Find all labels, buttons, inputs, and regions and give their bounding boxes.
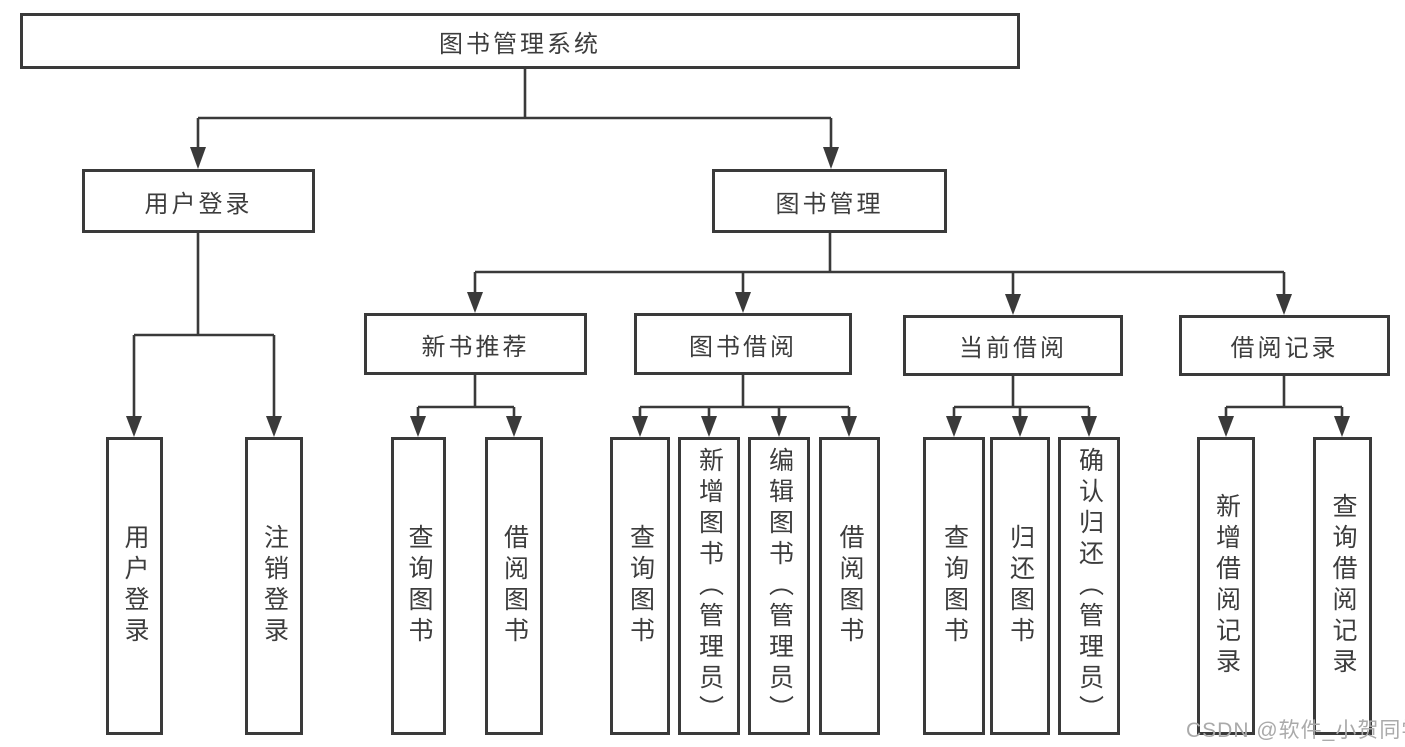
- leaf-label: 查询图书: [940, 524, 969, 648]
- leaf-add-borrow-record: 新增借阅记录: [1197, 437, 1255, 735]
- leaf-label: 查询图书: [405, 524, 433, 648]
- leaf-query-books-current: 查询图书: [923, 437, 985, 735]
- leaf-label: 新增图书（管理员）: [695, 446, 724, 726]
- node-label: 图书借阅: [689, 333, 797, 361]
- leaf-add-book-admin: 新增图书（管理员）: [678, 437, 740, 735]
- leaf-borrow-books: 借阅图书: [819, 437, 880, 735]
- leaf-borrow-books-recommend: 借阅图书: [485, 437, 543, 735]
- leaf-label: 用户登录: [121, 524, 149, 648]
- leaf-user-login: 用户登录: [106, 437, 163, 735]
- node-label: 新书推荐: [421, 333, 530, 361]
- node-library-management-system: 图书管理系统: [20, 13, 1020, 69]
- node-user-login: 用户登录: [82, 169, 315, 233]
- leaf-query-books-borrow: 查询图书: [610, 437, 670, 735]
- csdn-watermark: CSDN @软件_小贺同学: [1186, 719, 1405, 742]
- node-book-management: 图书管理: [712, 169, 947, 233]
- leaf-label: 新增借阅记录: [1212, 493, 1241, 679]
- node-book-borrow: 图书借阅: [634, 313, 852, 375]
- leaf-confirm-return-admin: 确认归还（管理员）: [1058, 437, 1120, 735]
- leaf-edit-book-admin: 编辑图书（管理员）: [748, 437, 810, 735]
- leaf-label: 查询图书: [626, 524, 655, 648]
- node-label: 当前借阅: [959, 335, 1067, 362]
- leaf-query-borrow-record: 查询借阅记录: [1313, 437, 1372, 735]
- leaf-label: 查询借阅记录: [1329, 493, 1357, 679]
- node-label: 借阅记录: [1230, 335, 1339, 362]
- node-new-book-recommend: 新书推荐: [364, 313, 587, 375]
- leaf-logout: 注销登录: [245, 437, 303, 735]
- node-label: 用户登录: [144, 190, 253, 218]
- leaf-label: 归还图书: [1006, 524, 1035, 648]
- leaf-label: 编辑图书（管理员）: [765, 446, 794, 726]
- leaf-query-books-recommend: 查询图书: [391, 437, 446, 735]
- leaf-label: 借阅图书: [500, 524, 529, 648]
- leaf-label: 借阅图书: [836, 524, 864, 648]
- node-current-borrow: 当前借阅: [903, 315, 1123, 376]
- leaf-label: 注销登录: [260, 524, 289, 648]
- node-label: 图书管理系统: [439, 30, 601, 58]
- leaf-return-books: 归还图书: [990, 437, 1050, 735]
- arrowheads: [126, 147, 1350, 437]
- node-borrow-records: 借阅记录: [1179, 315, 1390, 376]
- node-label: 图书管理: [775, 190, 884, 218]
- leaf-label: 确认归还（管理员）: [1075, 446, 1104, 726]
